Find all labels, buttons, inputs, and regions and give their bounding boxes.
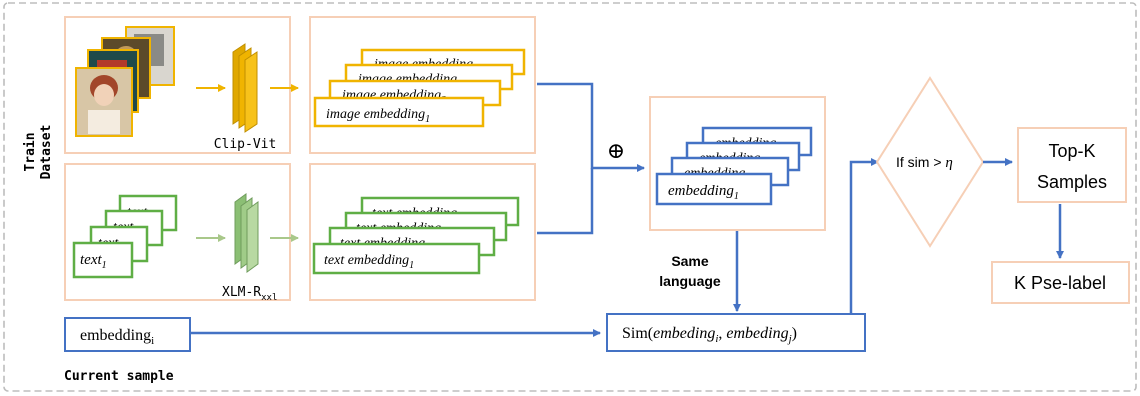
text-input-stack: text4 text3 text2 text1 xyxy=(72,194,178,279)
current-sample-label: Current sample xyxy=(64,369,174,384)
image-embedding-stack: image embedding4 image embedding3 image … xyxy=(313,48,526,128)
current-embedding-label: embeddingi xyxy=(80,327,154,347)
arrow-sim-to-decision xyxy=(849,158,879,314)
text-embedding-card-1 xyxy=(312,242,481,275)
same-language-line2: language xyxy=(659,273,721,289)
pseudo-label-text: K Pse-label xyxy=(1014,273,1106,293)
top-k-line1: Top-K xyxy=(1048,141,1095,161)
text-card-sub-1: 1 xyxy=(102,260,107,271)
painting-1-dress xyxy=(88,110,120,134)
text-embedding-stack: text embedding4 text embedding3 text emb… xyxy=(312,196,520,275)
text-embedding-text-1: text embedding xyxy=(324,253,409,268)
text-card-1 xyxy=(72,241,134,279)
top-k-box xyxy=(1017,127,1127,203)
arrow-text-to-fuse xyxy=(537,168,594,235)
similarity-formula: Sim(embedingi, embedingj) xyxy=(622,325,797,345)
image-embedding-sub-1: 1 xyxy=(425,114,430,125)
threshold-diamond xyxy=(875,76,985,248)
arrow-image-to-fuse xyxy=(537,82,645,172)
clip-vit-encoder xyxy=(232,43,258,133)
similarity-box xyxy=(606,313,866,352)
image-embedding-text-1: image embedding xyxy=(326,107,425,122)
svg-text:image embedding1: image embedding1 xyxy=(326,107,430,125)
xlm-r-encoder xyxy=(234,193,259,273)
image-embedding-card-1 xyxy=(313,96,485,128)
fused-embedding-sub-1: 1 xyxy=(734,191,739,202)
image-stack xyxy=(75,26,175,137)
threshold-label: If sim > η xyxy=(896,154,953,171)
svg-text:embedding1: embedding1 xyxy=(668,183,739,202)
top-k-line2: Samples xyxy=(1037,172,1107,192)
clip-vit-label: Clip-Vit xyxy=(214,137,277,152)
svg-text:text1: text1 xyxy=(80,252,107,271)
svg-text:text embedding1: text embedding1 xyxy=(324,253,414,271)
current-embedding-box xyxy=(64,317,191,352)
fused-embedding-text-1: embedding xyxy=(668,183,734,199)
side-label-train: Train xyxy=(23,132,38,171)
pseudo-label-box xyxy=(991,261,1130,304)
xlm-r-label: XLM-Rxxl xyxy=(222,285,277,303)
text-embedding-sub-1: 1 xyxy=(409,260,414,271)
fused-embedding-stack: embedding4 embedding3 embedding2 embeddi… xyxy=(655,126,813,206)
painting-1-face xyxy=(94,84,114,106)
combine-symbol: ⊕ xyxy=(607,138,625,163)
same-language-line1: Same xyxy=(671,253,709,269)
text-card-text-1: text xyxy=(80,252,102,268)
fused-embedding-card-1 xyxy=(655,172,773,206)
dashed-frame xyxy=(3,2,1137,392)
side-label-dataset: Dataset xyxy=(39,125,54,180)
